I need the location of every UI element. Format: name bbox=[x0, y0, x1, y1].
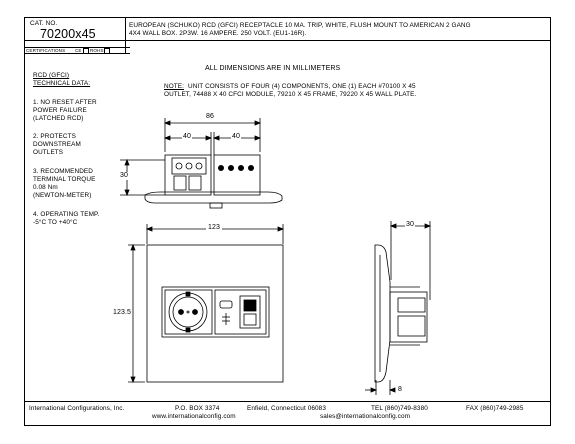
tech-item-2-line-2: DOWNSTREAM bbox=[33, 141, 81, 148]
footer-po-box: P.O. Box 3374 bbox=[175, 405, 220, 412]
cert-ce-checkbox bbox=[83, 48, 89, 54]
tech-item-2-line-3: OUTLETS bbox=[33, 149, 64, 156]
footer-website[interactable]: www.internationalconfig.com bbox=[152, 413, 236, 420]
dim-side-depth: 30 bbox=[405, 221, 415, 229]
tech-item-3-line-2: TERMINAL TORQUE bbox=[33, 176, 96, 183]
note-label: NOTE: bbox=[164, 83, 185, 90]
footer-city: Enfield, Connecticut 06083 bbox=[247, 405, 326, 412]
tech-heading-1: RCD (GFCI) bbox=[33, 72, 70, 79]
tech-item-4-line-1: 4. OPERATING TEMP. bbox=[33, 211, 100, 218]
dimensions-note: ALL DIMENSIONS ARE IN MILLIMETERS bbox=[205, 65, 341, 72]
dim-top-left: 40 bbox=[182, 133, 192, 141]
dim-top-right: 40 bbox=[231, 133, 241, 141]
cat-no: 70200x45 bbox=[40, 27, 96, 41]
tech-item-2-line-1: 2. PROTECTS bbox=[33, 133, 77, 140]
certifications-label: CERTIFICATIONS bbox=[26, 48, 66, 53]
tech-item-3-line-3: 0.08 Nm bbox=[33, 184, 58, 191]
description-line-2: 4x4 WALL BOX. 2P3W. 16 AMPERE. 250 VOLT.… bbox=[129, 30, 307, 37]
tech-item-3-line-1: 3. RECOMMENDED bbox=[33, 168, 93, 175]
footer-email[interactable]: sales@internationalconfig.com bbox=[320, 413, 411, 420]
tech-heading-2: TECHNICAL DATA: bbox=[33, 80, 91, 87]
dim-top-overall: 86 bbox=[206, 113, 214, 120]
dim-side-plate: 8 bbox=[398, 386, 402, 393]
tech-item-1-line-3: (LATCHED RCD) bbox=[33, 115, 84, 122]
cert-rohs: ROHS bbox=[90, 48, 104, 53]
tech-item-4-line-2: -5°C TO +40°C bbox=[33, 219, 78, 226]
footer-company: International Configurations, Inc. bbox=[29, 405, 125, 412]
tech-item-1-line-1: 1. NO RESET AFTER bbox=[33, 99, 97, 106]
tech-item-3-line-4: (NEWTON-METER) bbox=[33, 192, 92, 199]
dim-top-height: 30 bbox=[120, 172, 128, 180]
tech-item-1-line-2: POWER FAILURE bbox=[33, 107, 87, 114]
note-line-2: OUTLET, 74488 x 40 CFCI MODULE, 79210 x … bbox=[164, 91, 417, 98]
footer-tel: TEL (860)749-8380 bbox=[371, 405, 428, 412]
note-line-1: UNIT CONSISTS OF FOUR (4) COMPONENTS, ON… bbox=[188, 83, 416, 90]
cat-no-label: CAT. No. bbox=[30, 20, 58, 27]
dim-front-width: 123 bbox=[206, 224, 222, 232]
cert-ce: CE bbox=[75, 48, 82, 53]
cert-rohs-checkbox bbox=[104, 48, 110, 54]
description-line-1: EUROPEAN (SCHUKO) RCD (GFCI) RECEPTACLE … bbox=[129, 22, 471, 29]
dim-front-height: 123.5 bbox=[113, 309, 132, 317]
footer-fax: FAX (860)749-2985 bbox=[466, 405, 524, 412]
